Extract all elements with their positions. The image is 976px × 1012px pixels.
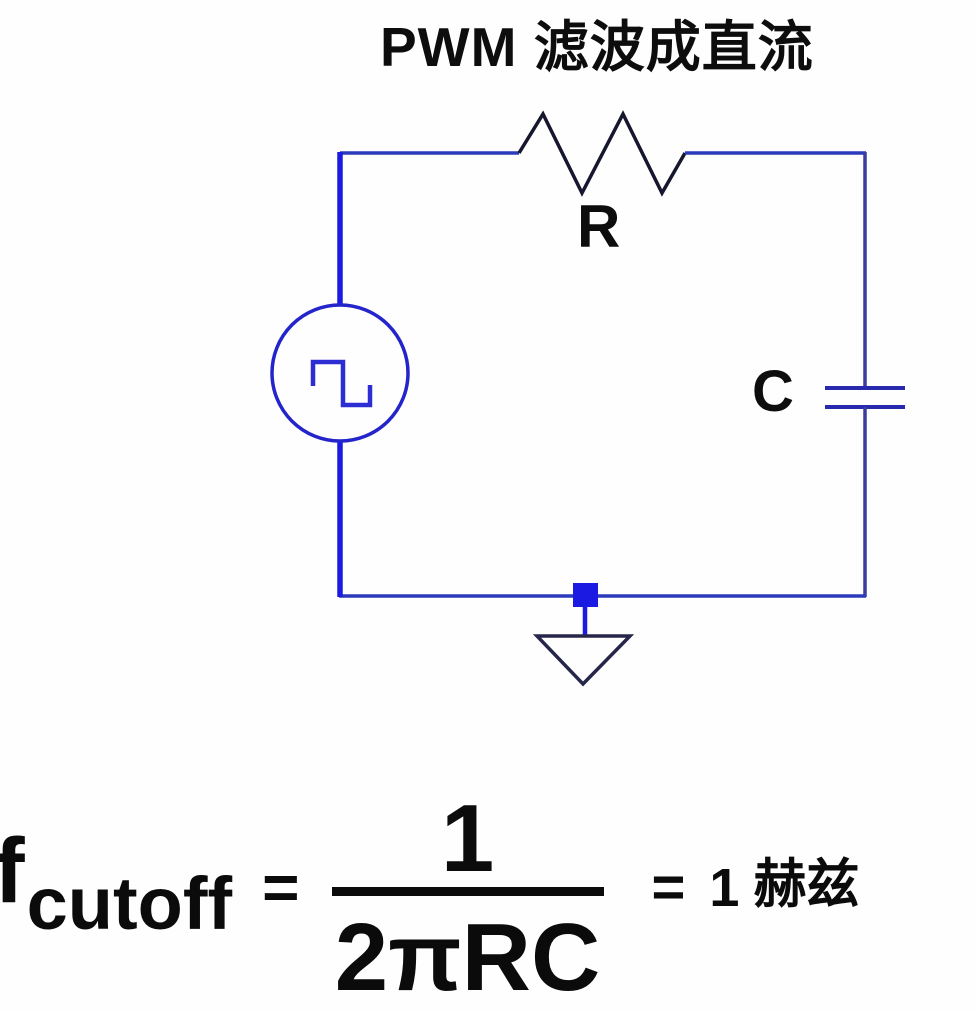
resistor-label: R <box>577 193 621 260</box>
result-value: 1 <box>709 858 740 918</box>
resistor-icon <box>517 110 687 197</box>
formula-equals-sign: = <box>262 851 300 923</box>
cutoff-formula: f cutoff = 1 2πRC = 1 赫兹 <box>0 785 976 1011</box>
square-wave-icon <box>310 359 373 408</box>
ground-icon <box>532 634 635 687</box>
formula-f-symbol: f <box>0 820 25 922</box>
capacitor-label: C <box>752 359 794 424</box>
page-title: PWM 滤波成直流 <box>380 16 814 78</box>
formula-f-subscript: cutoff <box>26 862 233 945</box>
fraction-numerator: 1 <box>440 785 495 892</box>
ground-node <box>573 583 598 607</box>
fraction-denominator: 2πRC <box>334 904 601 1011</box>
result-equals-sign: = <box>651 855 686 920</box>
formula-fraction: 1 2πRC <box>331 785 604 1011</box>
source-icon <box>270 303 410 443</box>
result-unit: 赫兹 <box>753 855 860 914</box>
fraction-bar <box>331 887 604 896</box>
